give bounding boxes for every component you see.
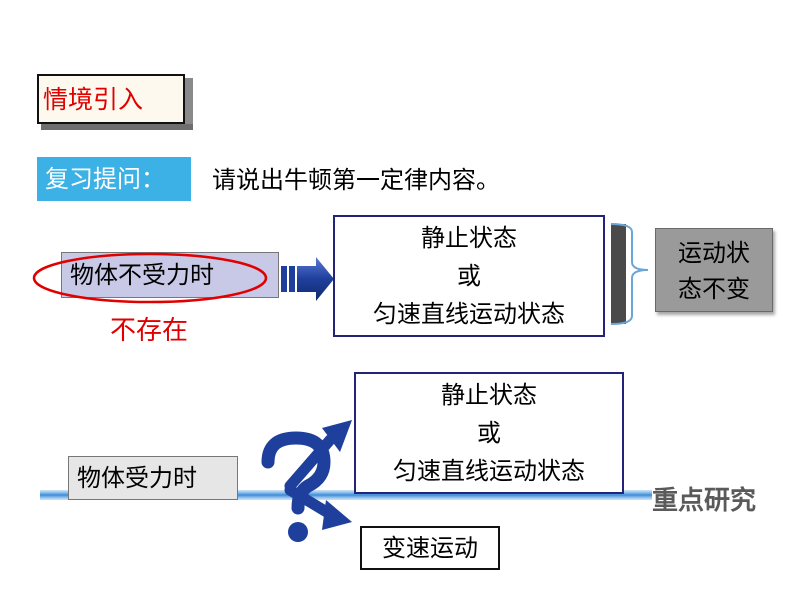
- condition-no-force: 物体不受力时: [61, 252, 279, 298]
- focus-line: [40, 490, 652, 500]
- review-question: 请说出牛顿第一定律内容。: [212, 166, 500, 194]
- question-mark-icon: [261, 431, 331, 542]
- branch-arrow-up-icon: [284, 420, 352, 492]
- branch-arrow-down-icon: [284, 484, 352, 530]
- scenario-title: 情境引入: [43, 85, 144, 114]
- result-line-2: 态不变: [678, 275, 750, 303]
- condition-force: 物体受力时: [68, 456, 238, 500]
- bracket-icon: [610, 223, 649, 325]
- box-face: [37, 74, 185, 124]
- state-line-or: 或: [477, 419, 501, 447]
- box-side-shade: [185, 78, 193, 128]
- state-line-uniform: 匀速直线运动状态: [373, 300, 565, 328]
- focus-study-label: 重点研究: [652, 486, 757, 516]
- state-line-or: 或: [457, 262, 481, 290]
- state-line-rest: 静止状态: [421, 224, 517, 252]
- review-label: 复习提问：: [37, 157, 191, 201]
- not-exist-note: 不存在: [110, 316, 189, 346]
- motion-unchanged-box: 运动状 态不变: [655, 228, 773, 312]
- state-line-rest: 静止状态: [441, 381, 537, 409]
- box-bottom-shade: [41, 124, 193, 130]
- right-arrow-icon: [281, 257, 334, 301]
- state-line-uniform: 匀速直线运动状态: [393, 457, 585, 485]
- result-line-1: 运动状: [678, 239, 750, 267]
- variable-motion-box: 变速运动: [360, 526, 500, 570]
- scenario-title-box: 情境引入: [37, 74, 193, 130]
- state-box-no-force: 静止状态 或 匀速直线运动状态: [333, 215, 605, 337]
- state-box-force: 静止状态 或 匀速直线运动状态: [354, 372, 624, 494]
